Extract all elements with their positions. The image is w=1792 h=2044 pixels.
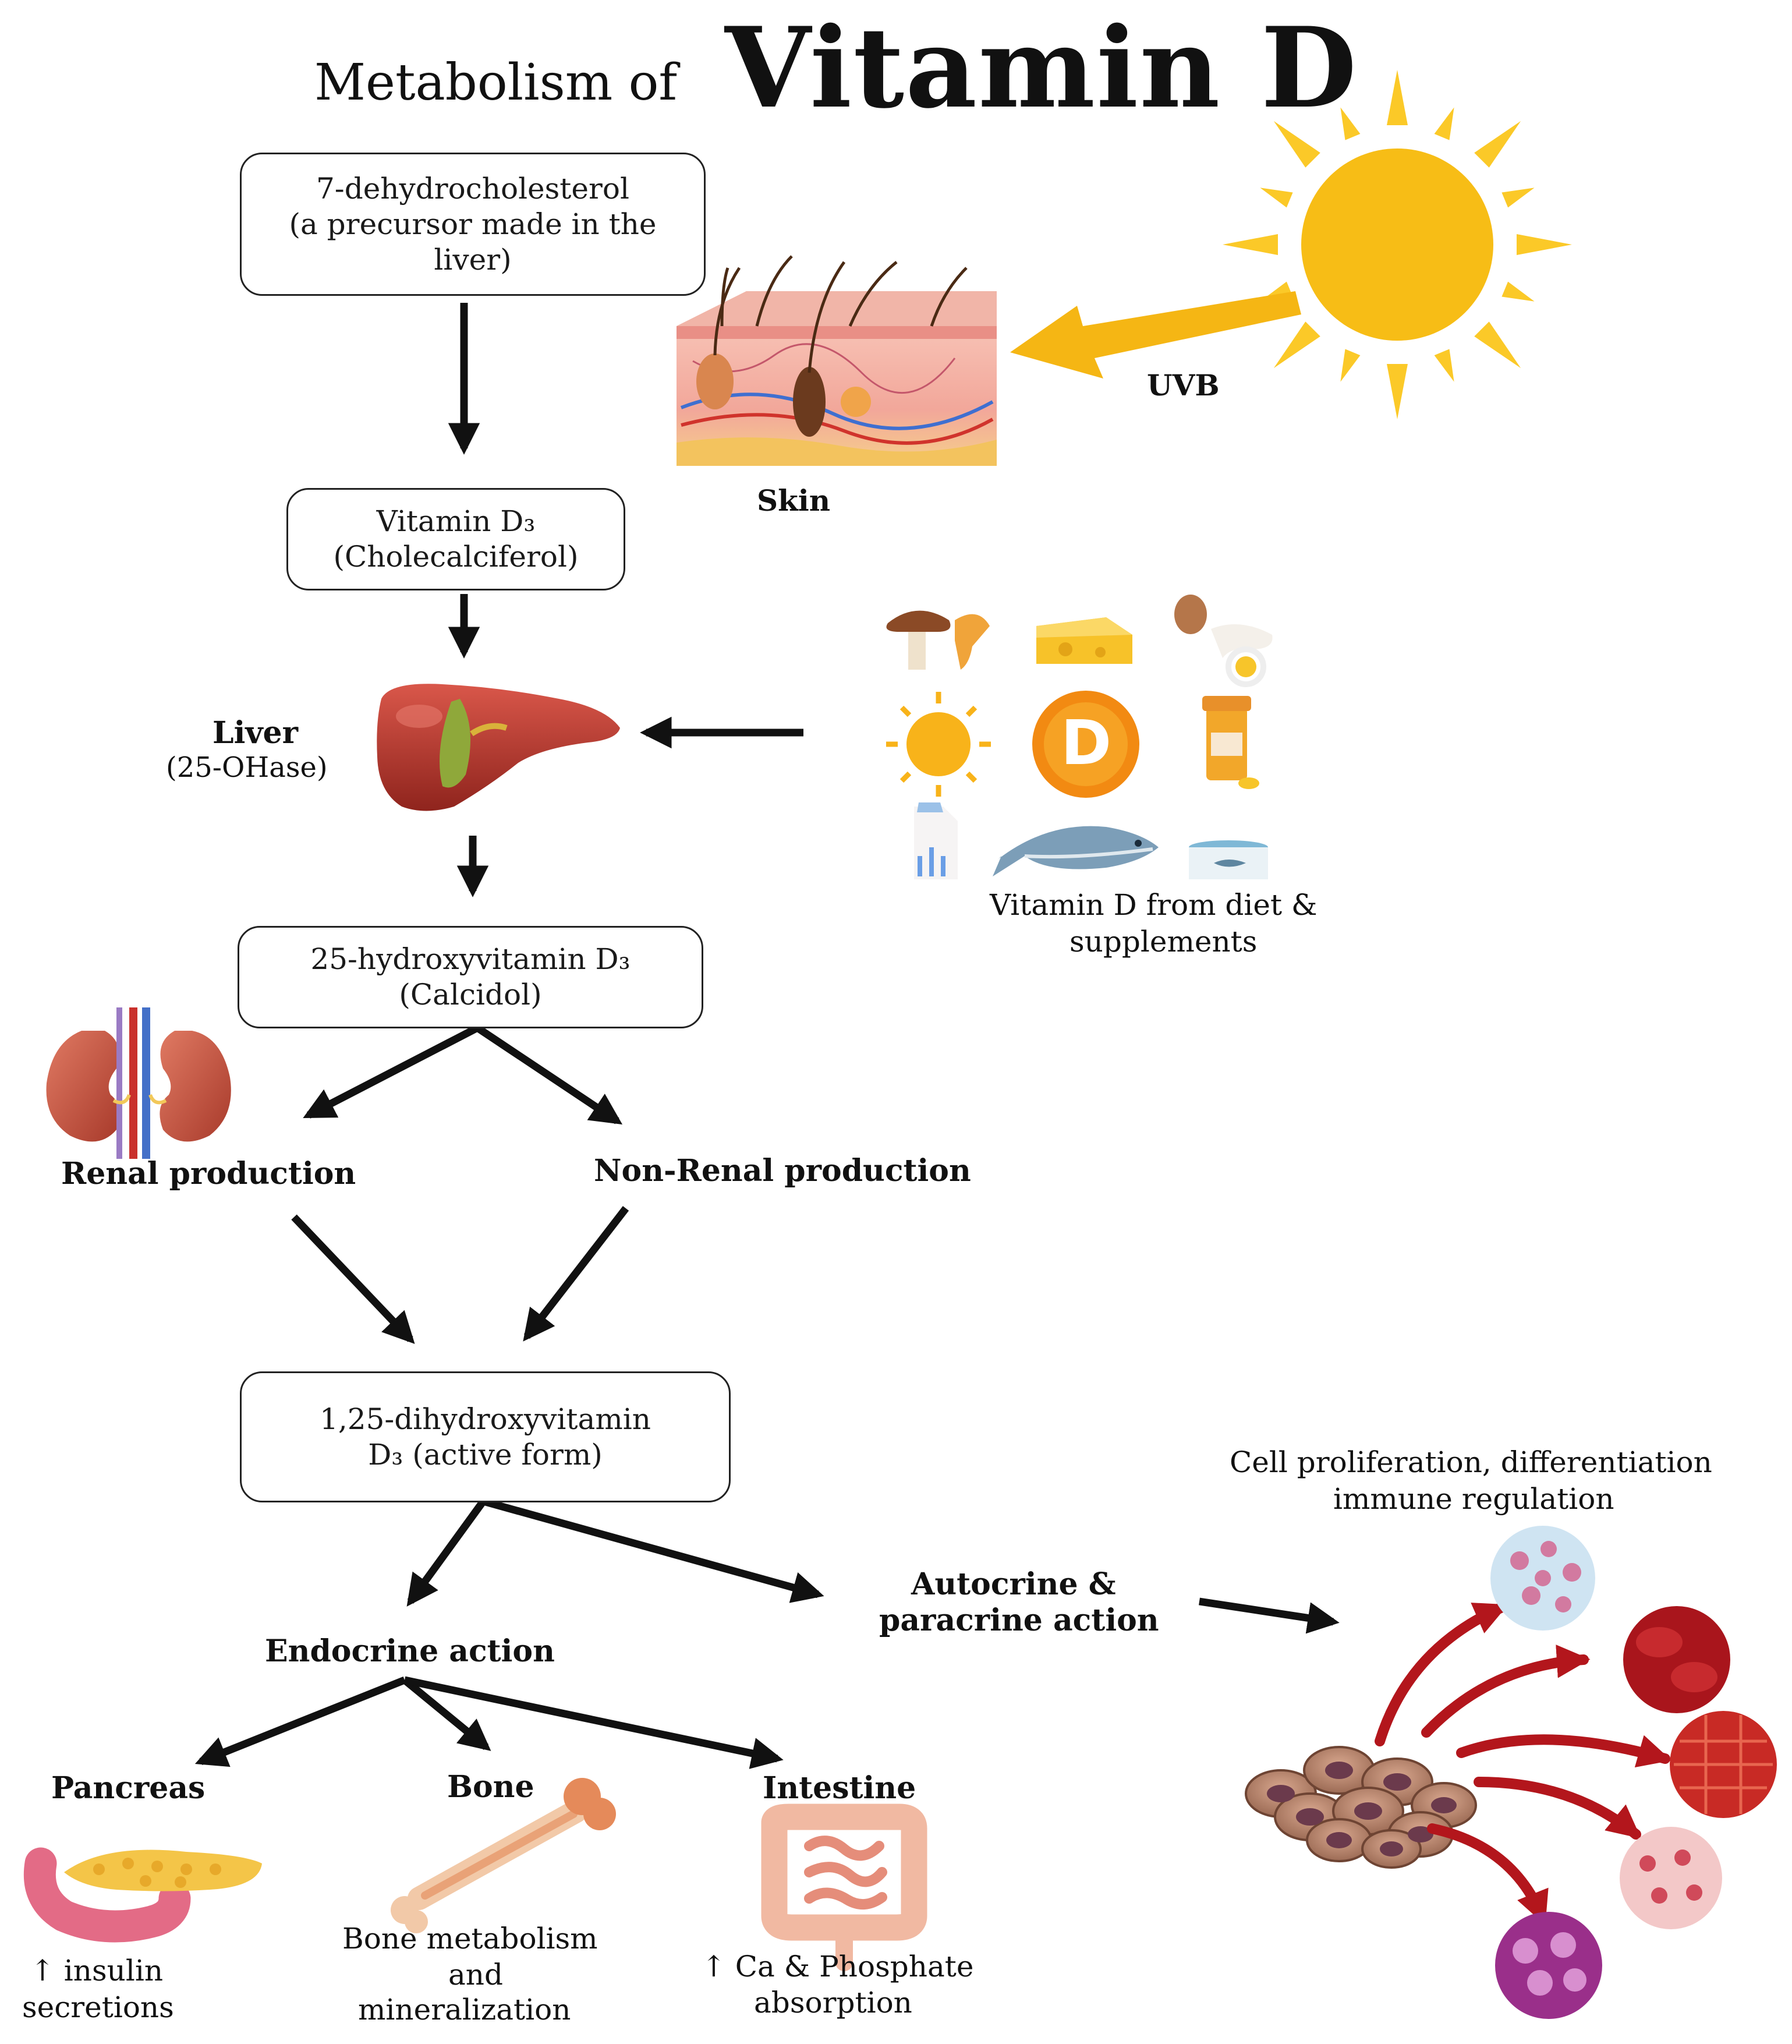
arrow-non-renal-to-active: [523, 1206, 629, 1342]
arrow-to-bone: [402, 1677, 491, 1751]
pancreas-icon: [23, 1847, 262, 1943]
active-line2: D₃ (active form): [368, 1437, 603, 1472]
bone-effect-line2: and: [448, 1958, 504, 1992]
precursor-line1: 7-dehydrocholesterol: [316, 171, 629, 206]
mushroom-icon: [886, 610, 990, 670]
intestine-icon: [761, 1803, 927, 1971]
cell-cluster-icon: [1245, 1746, 1477, 1869]
diet-icons: [886, 595, 1273, 879]
sun-small-icon: [886, 692, 991, 797]
milk-carton-icon: [914, 802, 958, 879]
autocrine-label-line1: Autocrine &: [911, 1566, 1116, 1602]
page-title: Vitamin D: [725, 3, 1358, 133]
arrow-renal-to-active: [291, 1214, 415, 1344]
skin-label: Skin: [757, 483, 831, 518]
arrow-to-renal: [303, 1024, 479, 1119]
egg-icon: [1174, 595, 1273, 687]
node-precursor: 7-dehydrocholesterol (a precursor made i…: [240, 153, 706, 296]
diet-label-line1: Vitamin D from diet &: [990, 888, 1318, 922]
tissue-cell-icon: [1620, 1827, 1722, 1929]
uvb-arrow: [1010, 291, 1301, 379]
title-prefix: Metabolism of: [314, 54, 678, 112]
intestine-effect-line2: absorption: [754, 1986, 912, 2020]
pancreas-effect-line2: secretions: [22, 1990, 174, 2024]
bone-effect-line1: Bone metabolism: [342, 1922, 598, 1955]
non-renal-production-label: Non-Renal production: [594, 1153, 971, 1189]
main-pathway-arrows: [194, 303, 1340, 1769]
intestine-label: Intestine: [763, 1770, 916, 1806]
vitamin-d3-line1: Vitamin D₃: [376, 504, 536, 538]
intestine-effect-line1: ↑ Ca & Phosphate: [702, 1950, 974, 1983]
differentiated-cells: [1490, 1526, 1777, 2019]
cell-effects-line1: Cell proliferation, differentiation: [1230, 1445, 1712, 1479]
autocrine-label-line2: paracrine action: [879, 1603, 1159, 1638]
immune-cell-icon: [1490, 1526, 1595, 1631]
arrow-to-autocrine: [482, 1497, 824, 1603]
active-line1: 1,25-dihydroxyvitamin: [320, 1402, 651, 1436]
bone-effect-line3: mineralization: [358, 1993, 571, 2027]
renal-production-label: Renal production: [61, 1156, 356, 1191]
node-active-form: 1,25-dihydroxyvitamin D₃ (active form): [240, 1371, 731, 1502]
liver-label: Liver: [213, 715, 299, 751]
precursor-line3: liver): [434, 242, 512, 277]
sun-icon: [1223, 70, 1572, 419]
arrow-to-pancreas: [194, 1676, 406, 1767]
supplement-bottle-icon: [1202, 696, 1259, 789]
purple-cell-icon: [1495, 1912, 1602, 2019]
cell-fate-arrows: [1375, 1602, 1672, 1925]
calcidiol-line1: 25-hydroxyvitamin D₃: [310, 942, 631, 976]
fish-icon: [993, 826, 1159, 876]
liver-enzyme-label: (25-OHase): [166, 751, 328, 784]
bone-icon: [391, 1778, 616, 1933]
pancreas-label: Pancreas: [51, 1770, 206, 1806]
liver-icon: [377, 684, 620, 811]
muscle-cell-icon: [1670, 1711, 1777, 1818]
cheese-icon: [1036, 617, 1132, 664]
vitamin-d3-line2: (Cholecalciferol): [333, 540, 579, 574]
precursor-line2: (a precursor made in the: [289, 207, 657, 241]
kidney-icon: [46, 1007, 231, 1159]
calcidiol-line2: (Calcidol): [399, 978, 542, 1012]
node-calcidiol: 25-hydroxyvitamin D₃ (Calcidol): [238, 926, 703, 1028]
diet-label-line2: supplements: [1069, 925, 1258, 959]
red-blood-cell-icon: [1623, 1606, 1730, 1713]
bone-label: Bone: [447, 1769, 534, 1805]
arrow-to-endocrine: [406, 1499, 487, 1607]
canned-fish-icon: [1189, 840, 1268, 879]
endocrine-action-label: Endocrine action: [265, 1633, 555, 1669]
pancreas-effect-line1: ↑ insulin: [30, 1954, 164, 1988]
arrow-to-non-renal: [475, 1024, 623, 1125]
skin-icon: [677, 255, 997, 466]
uvb-label: UVB: [1147, 368, 1220, 402]
node-vitamin-d3: Vitamin D₃ (Cholecalciferol): [286, 488, 625, 590]
cell-effects-line2: immune regulation: [1333, 1482, 1614, 1516]
vitamin-d-badge: D: [1061, 708, 1112, 779]
arrow-to-intestine: [403, 1676, 784, 1769]
arrow-to-cells: [1199, 1597, 1340, 1634]
vitamin-d-badge-icon: [1032, 691, 1139, 798]
